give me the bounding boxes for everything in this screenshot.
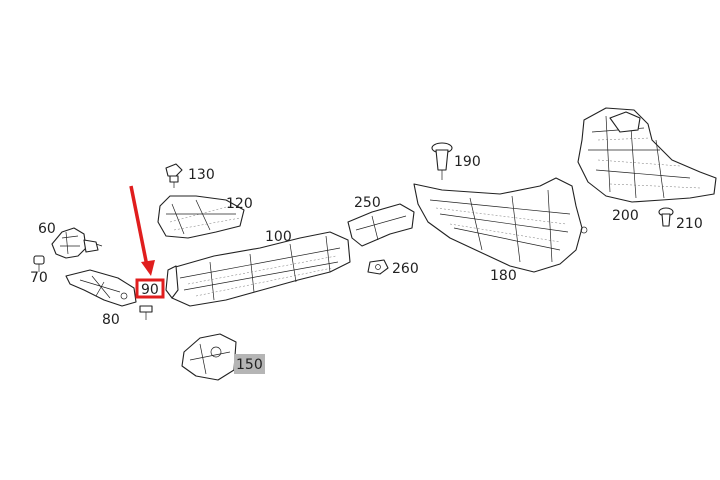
callout-130: 130 [188, 167, 215, 183]
part-190-push-clip [431, 142, 453, 180]
callout-120: 120 [226, 196, 253, 212]
label-90-highlight-box [135, 278, 165, 299]
callout-80: 80 [102, 312, 120, 328]
part-150-heat-shield [181, 333, 237, 381]
callout-90: 90 [141, 282, 159, 298]
callout-250: 250 [354, 195, 381, 211]
part-250-bracket [347, 203, 415, 247]
callout-200: 200 [612, 208, 639, 224]
callout-150: 150 [236, 357, 263, 373]
callout-70: 70 [30, 270, 48, 286]
callout-190: 190 [454, 154, 481, 170]
callout-260: 260 [392, 261, 419, 277]
highlight-arrow [129, 185, 155, 276]
part-120-heat-shield [157, 195, 245, 239]
label-150-highlight [234, 354, 265, 374]
part-70-screw [33, 255, 45, 272]
callout-100: 100 [265, 229, 292, 245]
callout-210: 210 [676, 216, 703, 232]
part-180-underbody-panel [413, 177, 588, 273]
callout-180: 180 [490, 268, 517, 284]
part-210-bolt [658, 207, 674, 227]
part-60-heat-shield [51, 227, 103, 259]
part-80-bracket [65, 269, 153, 320]
part-200-rear-shield [577, 107, 717, 203]
part-260-nut [367, 259, 389, 275]
part-130-fastener [165, 163, 183, 188]
callout-60: 60 [38, 221, 56, 237]
part-100-tunnel-shield [165, 231, 351, 307]
